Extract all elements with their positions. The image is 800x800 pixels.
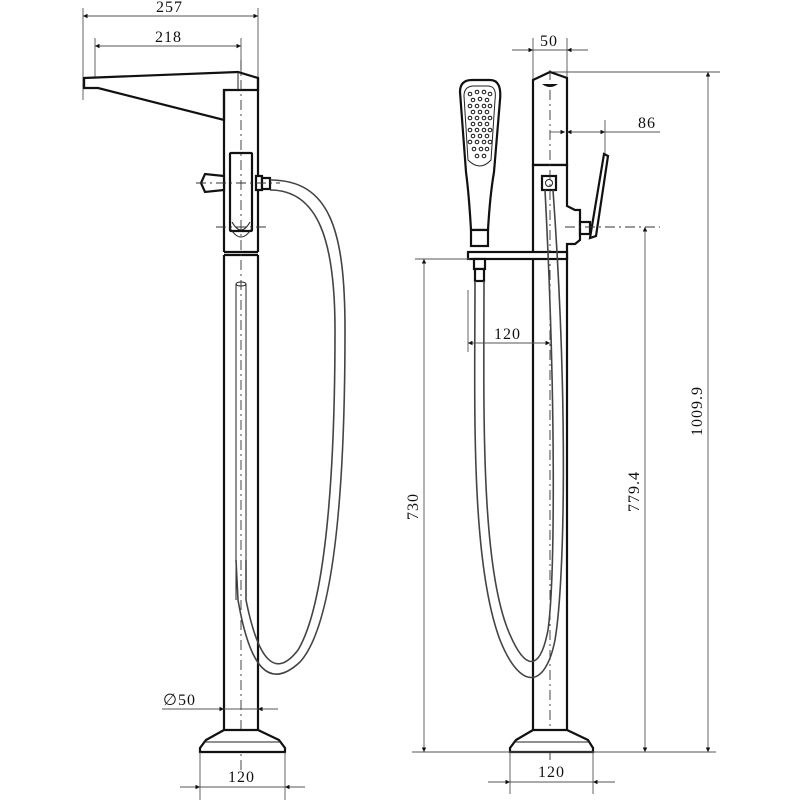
- label-side-base-120: 120: [228, 769, 255, 786]
- front-base: [508, 728, 595, 754]
- lever-handle: [588, 152, 610, 240]
- base: [198, 728, 287, 754]
- spray-nozzles: [467, 89, 493, 159]
- label-50: 50: [540, 33, 558, 50]
- front-view: [412, 38, 720, 794]
- front-standpipe: [531, 258, 569, 730]
- side-view: [82, 8, 346, 800]
- label-218: 218: [155, 29, 182, 46]
- upper-body: [222, 78, 260, 252]
- hand-shower: [458, 78, 502, 232]
- label-257: 257: [156, 0, 183, 16]
- label-86: 86: [638, 115, 656, 132]
- label-120-handshower: 120: [494, 326, 521, 343]
- standpipe: [222, 255, 260, 730]
- valve-knob: [199, 172, 226, 194]
- front-shower-hose: [473, 189, 565, 679]
- label-front-base-120: 120: [538, 764, 565, 781]
- label-1009-9: 1009.9: [689, 386, 706, 436]
- spout: [82, 70, 260, 122]
- label-779-4: 779.4: [626, 471, 643, 512]
- label-730: 730: [405, 493, 422, 520]
- shower-holder: [466, 250, 569, 261]
- label-diameter-50: ∅50: [163, 692, 196, 709]
- shower-hose: [235, 179, 346, 675]
